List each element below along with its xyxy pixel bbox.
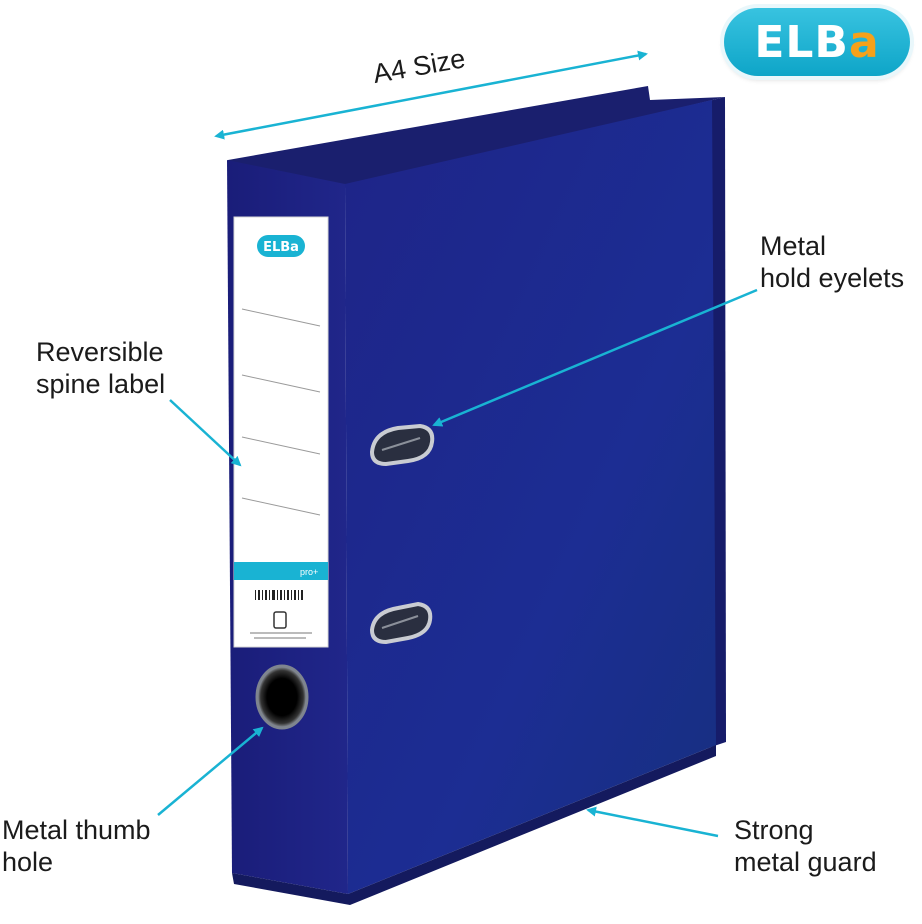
eyelets-annotation: Metal hold eyelets [760, 230, 904, 294]
eyelets-label-line1: Metal [760, 231, 827, 261]
size-arrow [214, 50, 648, 140]
eyelets-label-line2: hold eyelets [760, 263, 905, 293]
guard-annotation: Strong metal guard [734, 814, 877, 878]
spine-label-line1: Reversible [36, 337, 164, 367]
brand-logo-accent: a [848, 16, 880, 68]
guard-label-line1: Strong [734, 815, 814, 845]
eyelet-top [369, 423, 435, 467]
spine-label-badge: pro+ [300, 567, 318, 577]
guard-arrow [586, 806, 719, 838]
spine-label-logo-badge [257, 235, 305, 257]
thumb-arrow [157, 726, 264, 816]
eyelet-bottom [369, 601, 433, 645]
thumb-label-line2: hole [2, 847, 54, 877]
brand-logo-main: ELB [754, 16, 849, 68]
eyelets-arrow [432, 288, 758, 427]
spine-label: ELBa pro+ [233, 216, 329, 648]
binder-front-cover [345, 100, 716, 894]
barcode [255, 590, 303, 600]
thumb-annotation: Metal thumb hole [2, 814, 151, 878]
guard-label-line2: metal guard [734, 847, 877, 877]
spine-label-logo: ELBa [263, 240, 299, 255]
metal-guard [232, 745, 716, 905]
thumb-label-line1: Metal thumb [2, 815, 151, 845]
spine-label-line2: spine label [36, 369, 166, 399]
recycle-icon [273, 611, 287, 629]
spine-arrow [169, 399, 242, 467]
spine-annotation: Reversible spine label [36, 336, 165, 400]
thumb-hole [255, 664, 309, 730]
